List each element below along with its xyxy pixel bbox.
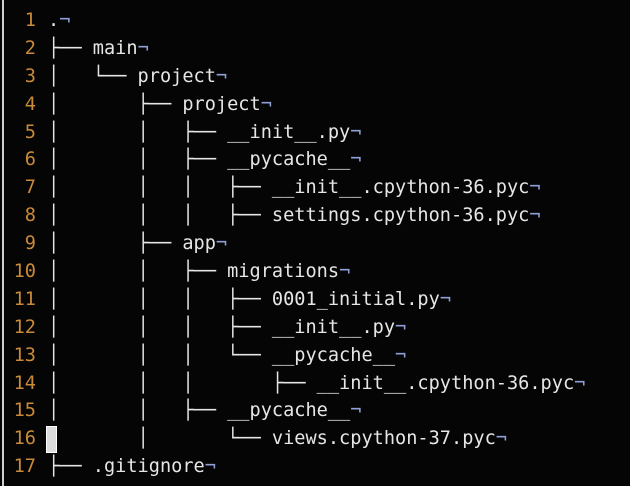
end-of-line-marker: ¬ — [59, 10, 71, 31]
editor-line[interactable]: 4 │ ├── project¬ — [0, 91, 585, 119]
line-text: │ └── project¬ — [48, 63, 227, 91]
tree-entry: │ │ ├── migrations — [48, 261, 340, 283]
line-number: 8 — [24, 205, 36, 227]
tree-entry: │ │ ├── __pycache__ — [48, 149, 351, 171]
editor-line[interactable]: 12 │ │ │ ├── __init__.py¬ — [0, 314, 585, 342]
editor-line[interactable]: 11 │ │ │ ├── 0001_initial.py¬ — [0, 286, 585, 314]
tree-entry: │ │ │ ├── 0001_initial.py — [48, 288, 440, 310]
tree-entry: │ │ ├── __pycache__ — [48, 400, 351, 422]
line-number: 9 — [24, 233, 36, 255]
tree-entry: │ │ ├── __init__.py — [48, 121, 351, 143]
tree-entry: ├── main — [48, 37, 138, 59]
tree-entry: │ ├── app — [48, 233, 216, 255]
line-text: │ │ ├── migrations¬ — [48, 258, 350, 286]
editor-line[interactable]: 7 │ │ │ ├── __init__.cpython-36.pyc¬ — [0, 174, 585, 202]
end-of-line-marker: ¬ — [529, 205, 541, 227]
line-number: 6 — [24, 149, 36, 171]
tree-entry: │ │ │ ├── settings.cpython-36.pyc — [48, 205, 530, 227]
end-of-line-marker: ¬ — [574, 372, 586, 394]
editor-line[interactable]: 3 │ └── project¬ — [0, 63, 585, 91]
end-of-line-marker: ¬ — [215, 233, 228, 255]
end-of-line-marker: ¬ — [350, 149, 362, 171]
line-number: 15 — [13, 400, 36, 422]
tree-entry: │ │ │ ├── __init__.py — [48, 316, 396, 338]
editor-line[interactable]: 8 │ │ │ ├── settings.cpython-36.pyc¬ — [0, 202, 585, 230]
editor-line[interactable]: 10 │ │ ├── migrations¬ — [0, 258, 585, 286]
line-text: │ │ │ ├── __init__.cpython-36.pyc¬ — [48, 370, 585, 398]
end-of-line-marker: ¬ — [350, 121, 362, 143]
editor-line[interactable]: 5 │ │ ├── __init__.py¬ — [0, 119, 585, 147]
line-number: 2 — [24, 37, 36, 59]
editor-line[interactable]: 16 │ │ └── views.cpython-37.pyc¬ — [0, 425, 585, 454]
line-text: │ │ ├── __init__.py¬ — [48, 119, 361, 147]
end-of-line-marker: ¬ — [395, 316, 407, 338]
tree-entry: │ │ │ └── __pycache__ — [48, 344, 396, 366]
editor-line[interactable]: 9 │ ├── app¬ — [0, 230, 585, 258]
line-number: 10 — [13, 261, 36, 283]
line-text: │ ├── project¬ — [48, 91, 272, 119]
line-text: │ ├── app¬ — [48, 230, 227, 258]
line-number: 12 — [13, 316, 36, 338]
line-text: │ │ └── views.cpython-37.pyc¬ — [46, 425, 507, 454]
end-of-line-marker: ¬ — [495, 428, 507, 450]
line-number: 1 — [24, 10, 36, 31]
line-number: 5 — [24, 121, 36, 143]
editor-line[interactable]: 14 │ │ │ ├── __init__.cpython-36.pyc¬ — [0, 370, 586, 398]
editor-line[interactable]: 2 ├── main¬ — [0, 35, 585, 63]
editor-line[interactable]: 17 ├── .gitignore¬ — [0, 453, 585, 481]
editor-line[interactable]: 15 │ │ ├── __pycache__¬ — [0, 397, 585, 425]
line-text: ├── .gitignore¬ — [48, 453, 216, 481]
line-number: 16 — [13, 428, 36, 450]
line-text: │ │ │ ├── settings.cpython-36.pyc¬ — [48, 202, 541, 230]
line-number: 11 — [13, 288, 36, 310]
line-text: ├── main¬ — [48, 35, 149, 63]
line-text: │ │ │ ├── __init__.cpython-36.pyc¬ — [48, 174, 541, 202]
line-text: │ │ │ └── __pycache__¬ — [48, 342, 406, 370]
tree-entry: . — [48, 10, 60, 31]
tree-entry: │ │ └── views.cpython-37.pyc — [48, 428, 496, 450]
editor-line[interactable]: 13 │ │ │ └── __pycache__¬ — [0, 342, 585, 370]
end-of-line-marker: ¬ — [260, 93, 272, 115]
tree-entry: │ │ │ ├── __init__.cpython-36.pyc — [48, 372, 575, 394]
line-text: .¬ — [48, 7, 70, 35]
line-text: │ │ │ ├── 0001_initial.py¬ — [48, 286, 451, 314]
end-of-line-marker: ¬ — [339, 261, 351, 283]
line-number: 4 — [24, 93, 36, 115]
tree-entry: │ └── project — [48, 65, 216, 87]
end-of-line-marker: ¬ — [439, 288, 452, 310]
end-of-line-marker: ¬ — [204, 456, 216, 478]
line-text: │ │ ├── __pycache__¬ — [48, 146, 361, 174]
text-cursor — [46, 426, 57, 454]
line-number: 17 — [13, 456, 36, 478]
tree-entry: │ │ │ ├── __init__.cpython-36.pyc — [48, 177, 530, 199]
end-of-line-marker: ¬ — [529, 177, 541, 199]
editor-line[interactable]: 1.¬ — [0, 7, 585, 35]
line-number: 3 — [24, 65, 36, 87]
line-text: │ │ │ ├── __init__.py¬ — [48, 314, 406, 342]
editor-line[interactable]: 6 │ │ ├── __pycache__¬ — [0, 146, 585, 174]
tree-entry: ├── .gitignore — [48, 456, 205, 478]
line-number: 13 — [13, 344, 36, 366]
end-of-line-marker: ¬ — [215, 65, 228, 87]
end-of-line-marker: ¬ — [350, 400, 362, 422]
editor-buffer[interactable]: 1.¬2├── main¬3│ └── project¬4│ ├── proje… — [0, 7, 586, 481]
end-of-line-marker: ¬ — [137, 37, 149, 59]
window-edge — [2, 0, 4, 486]
line-number: 7 — [24, 177, 36, 199]
line-text: │ │ ├── __pycache__¬ — [48, 397, 361, 425]
tree-entry: │ ├── project — [48, 93, 261, 115]
end-of-line-marker: ¬ — [395, 344, 407, 366]
line-number: 14 — [13, 372, 36, 394]
